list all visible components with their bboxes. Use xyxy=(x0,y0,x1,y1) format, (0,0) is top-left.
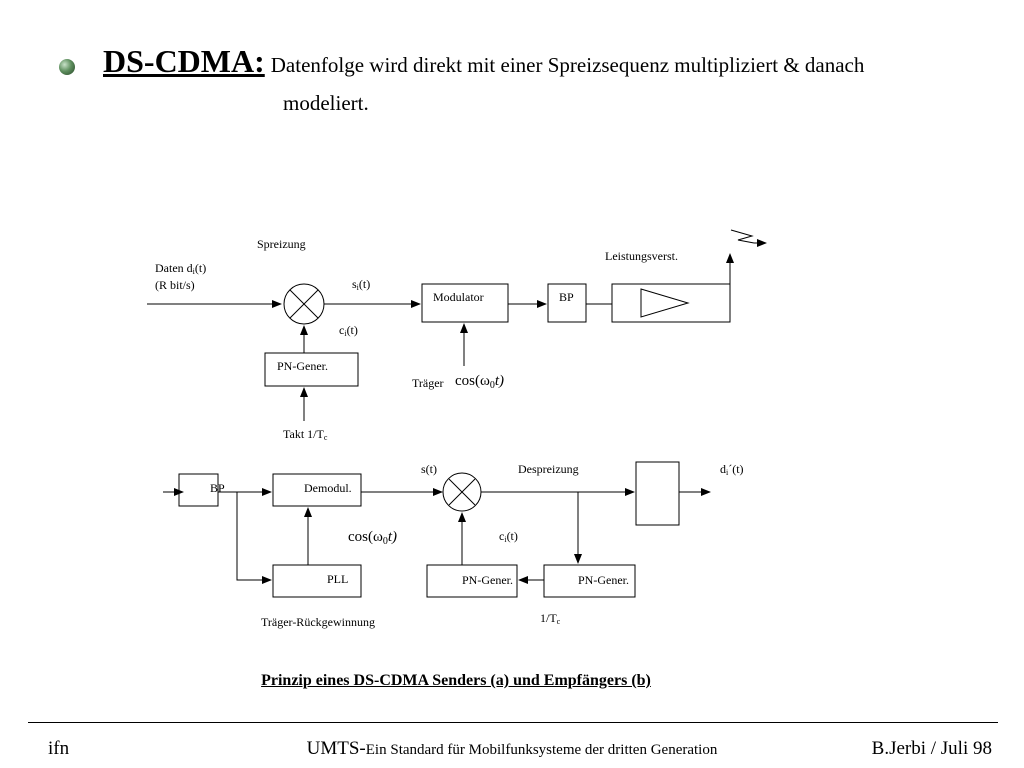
footer-right: B.Jerbi / Juli 98 xyxy=(871,738,992,759)
label-bitrate: (R bit/s) xyxy=(155,278,195,292)
bullet-icon xyxy=(59,59,75,75)
label-receiver-pn-gen-1: PN-Gener. xyxy=(462,573,513,587)
figure-caption: Prinzip eines DS-CDMA Senders (a) und Em… xyxy=(261,672,651,689)
headline-text-line1: Datenfolge wird direkt mit einer Spreizs… xyxy=(270,53,865,77)
receiver-labels: BP Demodul. cos(ω0t) PLL Träger-Rückgewi… xyxy=(210,462,744,629)
sender-bp-box xyxy=(547,283,587,323)
label-leistungsverst: Leistungsverst. xyxy=(605,249,678,263)
receiver-multiplier-icon xyxy=(442,472,482,512)
label-daten-input: Daten di(t) xyxy=(155,261,206,276)
label-modulator: Modulator xyxy=(433,290,484,304)
sender-diagram xyxy=(147,229,767,421)
label-si: si(t) xyxy=(352,277,370,292)
amplifier-box xyxy=(611,283,731,323)
label-traeger-rueckgewinnung: Träger-Rückgewinnung xyxy=(261,615,375,629)
receiver-diagram xyxy=(163,461,711,598)
label-takt: Takt 1/Tc xyxy=(283,427,328,442)
demodulator-box xyxy=(272,473,362,507)
headline: DS-CDMA:Datenfolge wird direkt mit einer… xyxy=(103,43,1013,116)
label-sender-carrier-formula: cos(ω0t) xyxy=(455,373,504,391)
label-receiver-clock: 1/Tc xyxy=(540,611,561,626)
receiver-pll-branch-line xyxy=(236,492,272,584)
footer-center-main: UMTS- xyxy=(306,738,366,759)
label-demodulator: Demodul. xyxy=(304,481,352,495)
footer-center: UMTS-Ein Standard für Mobilfunksysteme d… xyxy=(0,738,1024,760)
label-st: s(t) xyxy=(421,462,437,476)
label-ci: ci(t) xyxy=(339,323,358,338)
amplifier-triangle-icon xyxy=(640,288,690,318)
label-spreizung: Spreizung xyxy=(257,237,306,251)
receiver-bp-box xyxy=(178,473,219,507)
label-output-di: di´(t) xyxy=(720,462,744,477)
headline-term: DS-CDMA: xyxy=(103,43,265,79)
label-receiver-ci: ci(t) xyxy=(499,529,518,544)
sender-multiplier-icon xyxy=(283,283,325,325)
footer-left: ifn xyxy=(48,738,70,759)
sender-labels: Spreizung Daten di(t) (R bit/s) si(t) ci… xyxy=(155,237,678,442)
modulator-box xyxy=(421,283,509,323)
headline-text-line2: modeliert. xyxy=(283,91,369,115)
receiver-output-box xyxy=(635,461,680,526)
footer-center-small: Ein Standard für Mobilfunksysteme der dr… xyxy=(365,742,718,758)
antenna-radiation-icon xyxy=(730,229,767,247)
label-receiver-bp: BP xyxy=(210,481,225,495)
sender-pn-gen-box xyxy=(264,352,359,387)
label-traeger: Träger xyxy=(412,376,444,390)
pll-box xyxy=(272,564,362,598)
label-receiver-carrier-formula: cos(ω0t) xyxy=(348,529,397,547)
label-sender-pn-gen: PN-Gener. xyxy=(277,359,328,373)
label-receiver-pn-gen-2: PN-Gener. xyxy=(578,573,629,587)
label-despreizung: Despreizung xyxy=(518,462,579,476)
label-sender-bp: BP xyxy=(559,290,574,304)
label-pll: PLL xyxy=(327,572,348,586)
receiver-pn-gen-2-box xyxy=(543,564,636,598)
footer-divider xyxy=(28,722,998,723)
receiver-pn-gen-1-box xyxy=(426,564,518,598)
